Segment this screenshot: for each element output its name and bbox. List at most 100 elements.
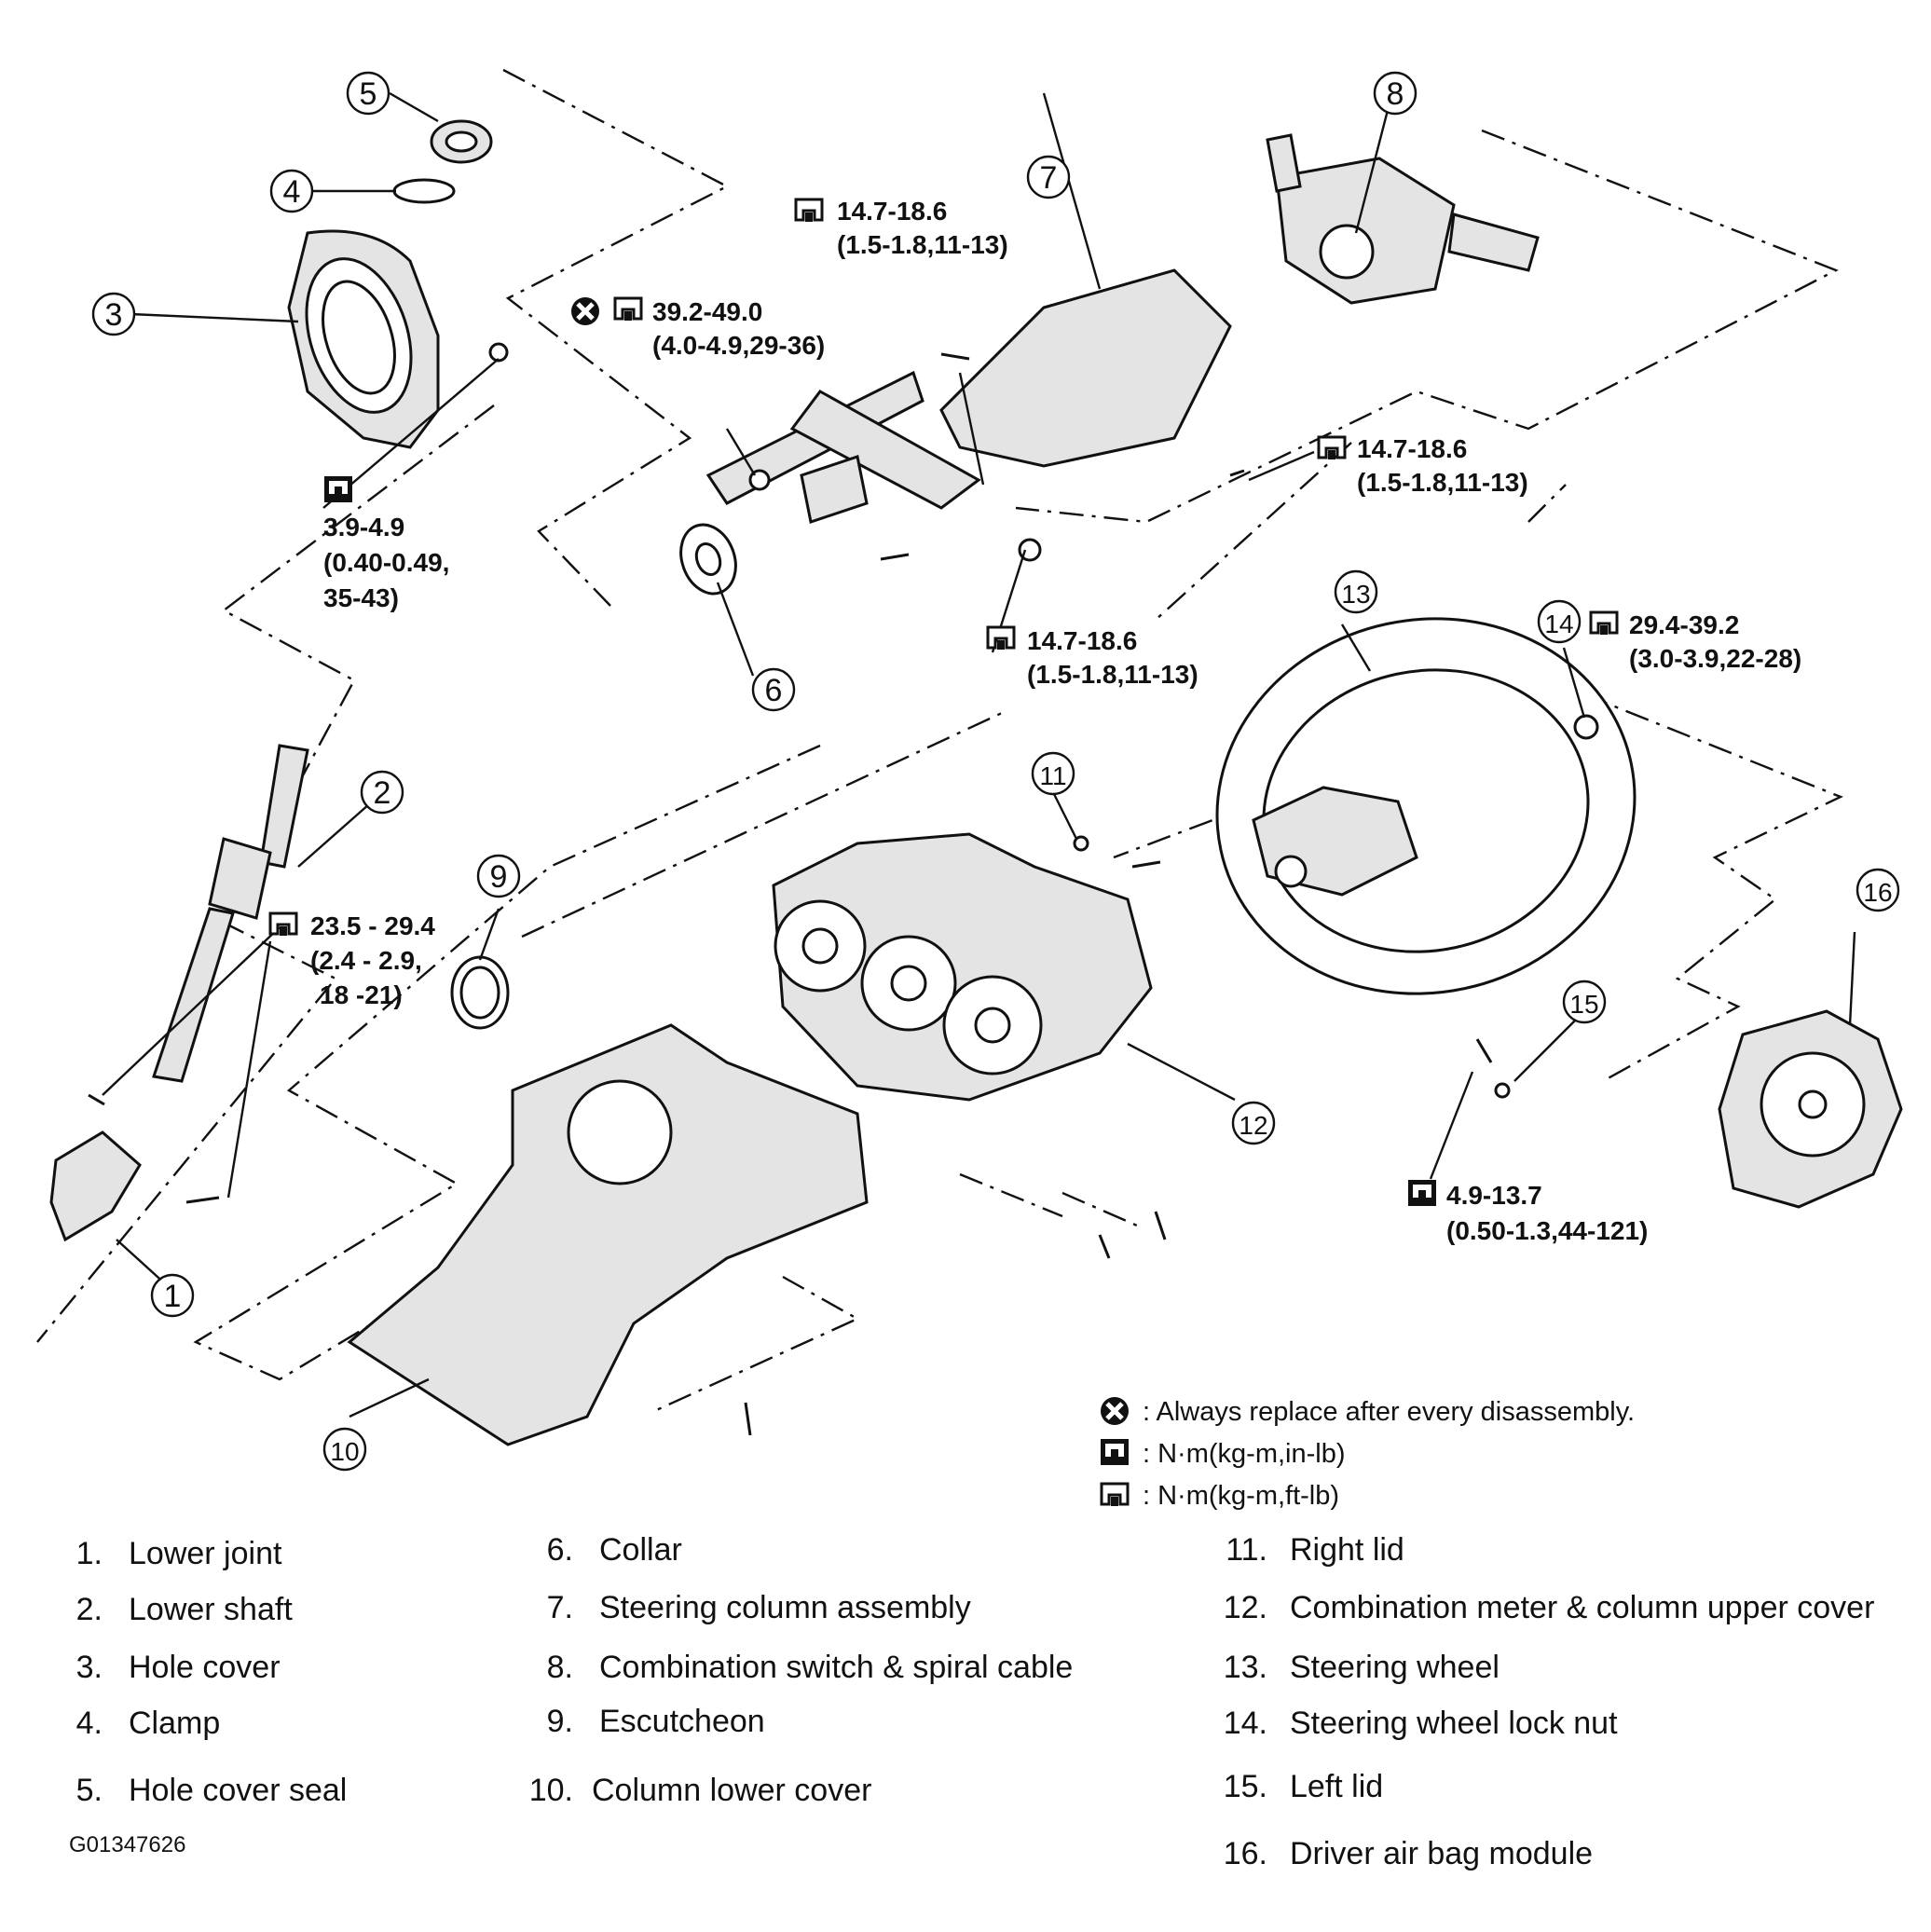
callout-14: 14 [1537, 599, 1582, 644]
parts-list-item: 3.Hole cover [75, 1650, 281, 1685]
legend-torque-inlb: : N·m(kg-m,in-lb) [1101, 1439, 1346, 1469]
svg-text:(3.0-3.9,22-28): (3.0-3.9,22-28) [1629, 644, 1801, 673]
symbol-legend: : Always replace after every disassembly… [1101, 1397, 1635, 1511]
svg-text:23.5 - 29.4: 23.5 - 29.4 [310, 911, 435, 940]
svg-text:13: 13 [1341, 580, 1370, 609]
leader-lines [102, 88, 1856, 1418]
part-callouts: 1 2 3 4 5 6 7 8 9 10 11 12 13 14 15 16 [91, 71, 1900, 1472]
torque-specs: 14.7-18.6 (1.5-1.8,11-13) 39.2-49.0 (4.0… [268, 197, 1801, 1245]
callout-9: 9 [476, 854, 521, 898]
part-lower-joint [49, 1130, 142, 1242]
torque-spec-column-side: 14.7-18.6 (1.5-1.8,11-13) [1317, 434, 1528, 497]
callout-3: 3 [91, 292, 136, 336]
svg-text:1: 1 [164, 1279, 182, 1314]
callout-6: 6 [751, 667, 796, 712]
svg-text:(0.50-1.3,44-121): (0.50-1.3,44-121) [1446, 1216, 1648, 1245]
callout-8: 8 [1373, 71, 1417, 116]
replace-icon [571, 297, 599, 325]
svg-text:: N·m(kg-m,ft-lb): : N·m(kg-m,ft-lb) [1143, 1481, 1339, 1511]
legend-replace: : Always replace after every disassembly… [1101, 1397, 1635, 1427]
torque-ftlb-icon [268, 911, 298, 938]
torque-spec-column-joint: 39.2-49.0 (4.0-4.9,29-36) [571, 297, 825, 360]
torque-inlb-icon [324, 476, 352, 502]
parts-list-item: 15.Left lid [1223, 1769, 1384, 1804]
part-combination-switch [1266, 133, 1540, 305]
torque-spec-lower-joint: 23.5 - 29.4 (2.4 - 2.9, 18 -21) [268, 911, 435, 1009]
callout-10: 10 [322, 1427, 367, 1472]
svg-text:16: 16 [1863, 878, 1892, 907]
svg-text:12: 12 [1239, 1111, 1267, 1140]
svg-text:14.7-18.6: 14.7-18.6 [1027, 626, 1137, 655]
callout-11: 11 [1031, 751, 1075, 796]
part-steering-wheel [1215, 617, 1637, 995]
callout-2: 2 [360, 770, 404, 815]
torque-spec-wheel-lower: 4.9-13.7 (0.50-1.3,44-121) [1408, 1180, 1648, 1245]
svg-text:18 -21): 18 -21) [320, 980, 403, 1009]
svg-text:: N·m(kg-m,in-lb): : N·m(kg-m,in-lb) [1143, 1439, 1346, 1469]
svg-text:14.7-18.6: 14.7-18.6 [1357, 434, 1467, 463]
svg-text:: Always replace after every d: : Always replace after every disassembly… [1143, 1397, 1635, 1427]
parts-list: 1.Lower joint 2.Lower shaft 3.Hole cover… [0, 1519, 1931, 1892]
parts-list-item: 7.Steering column assembly [546, 1590, 971, 1625]
svg-text:4: 4 [283, 174, 301, 210]
svg-text:5: 5 [360, 76, 377, 112]
part-steering-column [705, 268, 1232, 524]
svg-text:7: 7 [1040, 160, 1058, 196]
part-hole-cover [287, 229, 440, 449]
parts-list-item: 16.Driver air bag module [1223, 1836, 1594, 1871]
torque-spec-wheel-nut: 29.4-39.2 (3.0-3.9,22-28) [1589, 610, 1801, 673]
callout-7: 7 [1026, 155, 1071, 199]
svg-text:10: 10 [330, 1437, 359, 1466]
torque-ftlb-icon [613, 296, 643, 322]
svg-text:9: 9 [490, 859, 508, 895]
parts-list-item: 5.Hole cover seal [75, 1773, 348, 1808]
svg-text:2: 2 [374, 775, 391, 811]
callout-16: 16 [1856, 868, 1900, 912]
part-collar [679, 523, 737, 596]
callout-4: 4 [269, 169, 314, 213]
callout-13: 13 [1334, 569, 1378, 614]
svg-text:39.2-49.0: 39.2-49.0 [652, 297, 762, 326]
parts-list-item: 10.Column lower cover [528, 1773, 872, 1808]
parts-list-item: 14.Steering wheel lock nut [1223, 1706, 1618, 1741]
legend-torque-ftlb: : N·m(kg-m,ft-lb) [1100, 1481, 1339, 1511]
svg-text:3: 3 [105, 297, 123, 333]
parts-list-item: 4.Clamp [75, 1706, 221, 1741]
svg-text:11: 11 [1039, 761, 1066, 790]
torque-ftlb-icon [1317, 435, 1347, 461]
torque-inlb-icon [1101, 1439, 1129, 1465]
figure-id: G01347626 [69, 1832, 186, 1857]
svg-text:(1.5-1.8,11-13): (1.5-1.8,11-13) [1027, 660, 1198, 689]
torque-ftlb-icon [1589, 610, 1619, 637]
callout-12: 12 [1231, 1101, 1276, 1145]
svg-text:35-43): 35-43) [323, 583, 399, 612]
svg-text:6: 6 [765, 673, 783, 708]
svg-text:14.7-18.6: 14.7-18.6 [837, 197, 947, 226]
parts-list-item: 9.Escutcheon [546, 1704, 765, 1739]
part-column-lower-cover [347, 1023, 869, 1446]
svg-text:4.9-13.7: 4.9-13.7 [1446, 1181, 1542, 1210]
torque-spec-hole-cover: 3.9-4.9 (0.40-0.49, 35-43) [323, 476, 449, 612]
torque-ftlb-icon [1100, 1482, 1130, 1508]
replace-icon [1101, 1397, 1129, 1425]
callout-1: 1 [150, 1273, 195, 1318]
svg-text:(1.5-1.8,11-13): (1.5-1.8,11-13) [837, 230, 1008, 259]
part-airbag-module [1718, 1009, 1903, 1209]
torque-spec-column-upper: 14.7-18.6 (1.5-1.8,11-13) [794, 197, 1008, 259]
svg-text:3.9-4.9: 3.9-4.9 [323, 513, 404, 541]
svg-text:(0.40-0.49,: (0.40-0.49, [323, 548, 449, 577]
svg-text:(1.5-1.8,11-13): (1.5-1.8,11-13) [1357, 468, 1528, 497]
parts-list-item: 1.Lower joint [75, 1536, 282, 1571]
svg-text:29.4-39.2: 29.4-39.2 [1629, 610, 1739, 639]
svg-text:14: 14 [1544, 610, 1573, 638]
part-combination-meter [772, 832, 1153, 1102]
fasteners [88, 342, 1599, 1436]
torque-ftlb-icon [794, 198, 824, 224]
svg-text:8: 8 [1387, 76, 1404, 112]
callout-15: 15 [1562, 980, 1607, 1024]
torque-inlb-icon [1408, 1180, 1436, 1206]
part-clamp [392, 178, 456, 204]
part-escutcheon [450, 955, 510, 1030]
svg-text:(2.4 - 2.9,: (2.4 - 2.9, [310, 946, 422, 975]
